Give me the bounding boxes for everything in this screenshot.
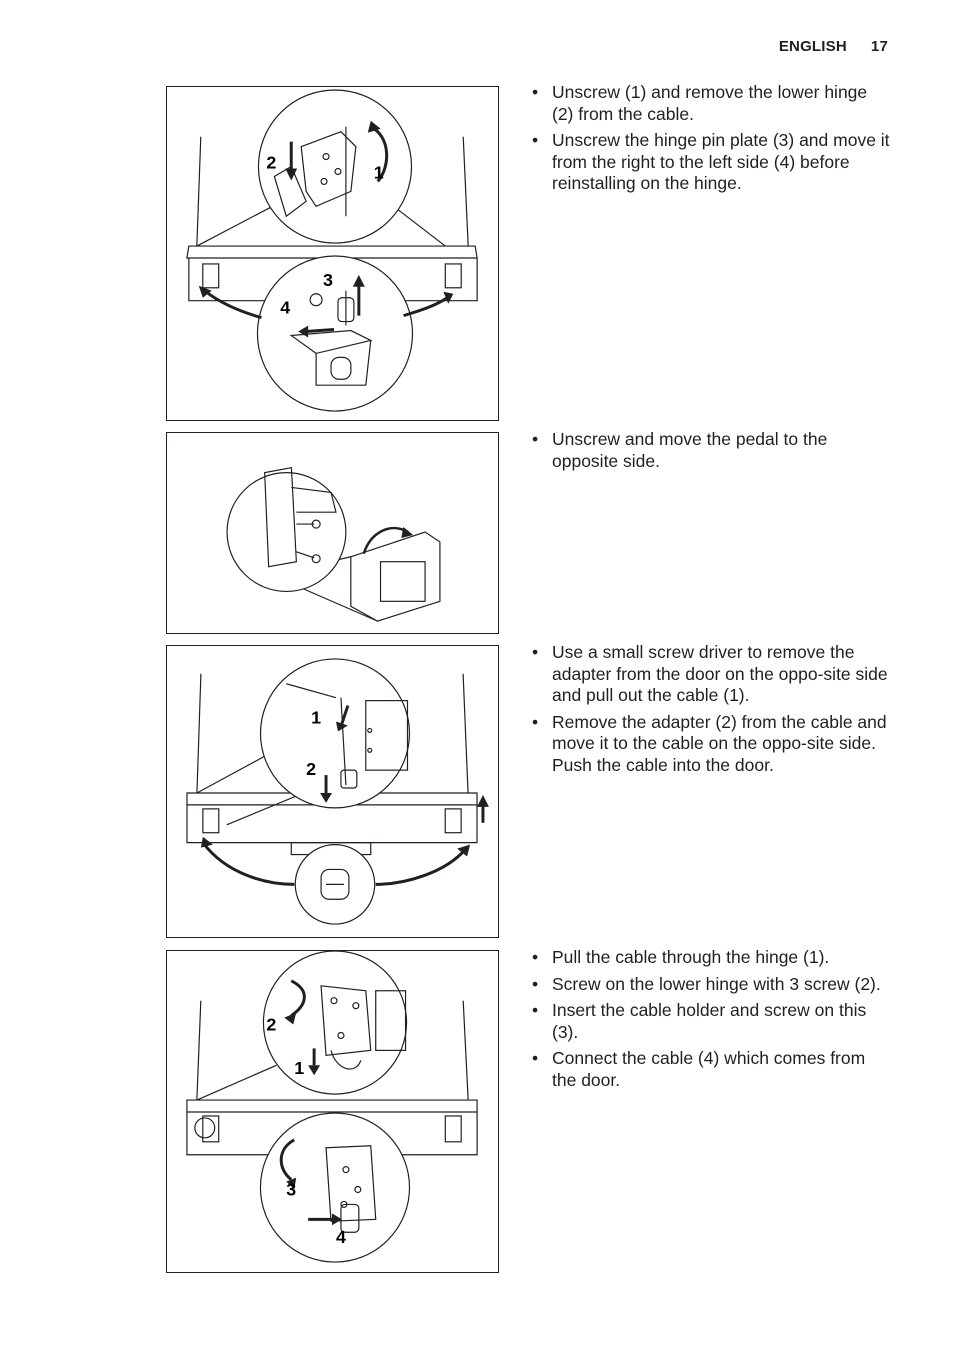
step-item: Unscrew the hinge pin plate (3) and move… [532,130,892,195]
page-number: 17 [870,38,888,55]
figure-hinge-removal: 2 1 3 4 [166,86,499,421]
figure-cable-hinge: 2 1 3 4 [166,950,499,1273]
callout-2: 2 [306,759,316,779]
step-item: Unscrew (1) and remove the lower hinge (… [532,82,892,125]
callout-2: 2 [266,153,276,173]
callout-4: 4 [336,1227,346,1247]
callout-1: 1 [374,162,384,182]
steps-adapter: Use a small screw driver to remove the a… [532,642,892,781]
step-item: Insert the cable holder and screw on thi… [532,1000,892,1043]
page-header: ENGLISH 17 [779,38,888,55]
step-item: Unscrew and move the pedal to the opposi… [532,429,892,472]
hinge-removal-illustration: 2 1 3 4 [186,89,478,412]
language-label: ENGLISH [778,38,847,55]
step-item: Pull the cable through the hinge (1). [532,947,892,969]
step-item: Use a small screw driver to remove the a… [532,642,892,707]
callout-3: 3 [286,1179,296,1199]
steps-hinge-removal: Unscrew (1) and remove the lower hinge (… [532,82,892,200]
callout-1: 1 [294,1058,304,1078]
callout-2: 2 [266,1015,276,1035]
step-item: Screw on the lower hinge with 3 screw (2… [532,974,892,996]
callout-1: 1 [311,707,321,727]
callout-4: 4 [280,298,290,318]
adapter-illustration: 1 2 [186,658,489,925]
steps-cable-hinge: Pull the cable through the hinge (1). Sc… [532,947,892,1096]
steps-pedal: Unscrew and move the pedal to the opposi… [532,429,892,477]
figure-adapter: 1 2 [166,645,499,938]
pedal-illustration [226,466,441,622]
step-item: Remove the adapter (2) from the cable an… [532,712,892,777]
cable-hinge-illustration: 2 1 3 4 [186,951,478,1263]
step-item: Connect the cable (4) which comes from t… [532,1048,892,1091]
figure-pedal [166,432,499,634]
callout-3: 3 [323,270,333,290]
